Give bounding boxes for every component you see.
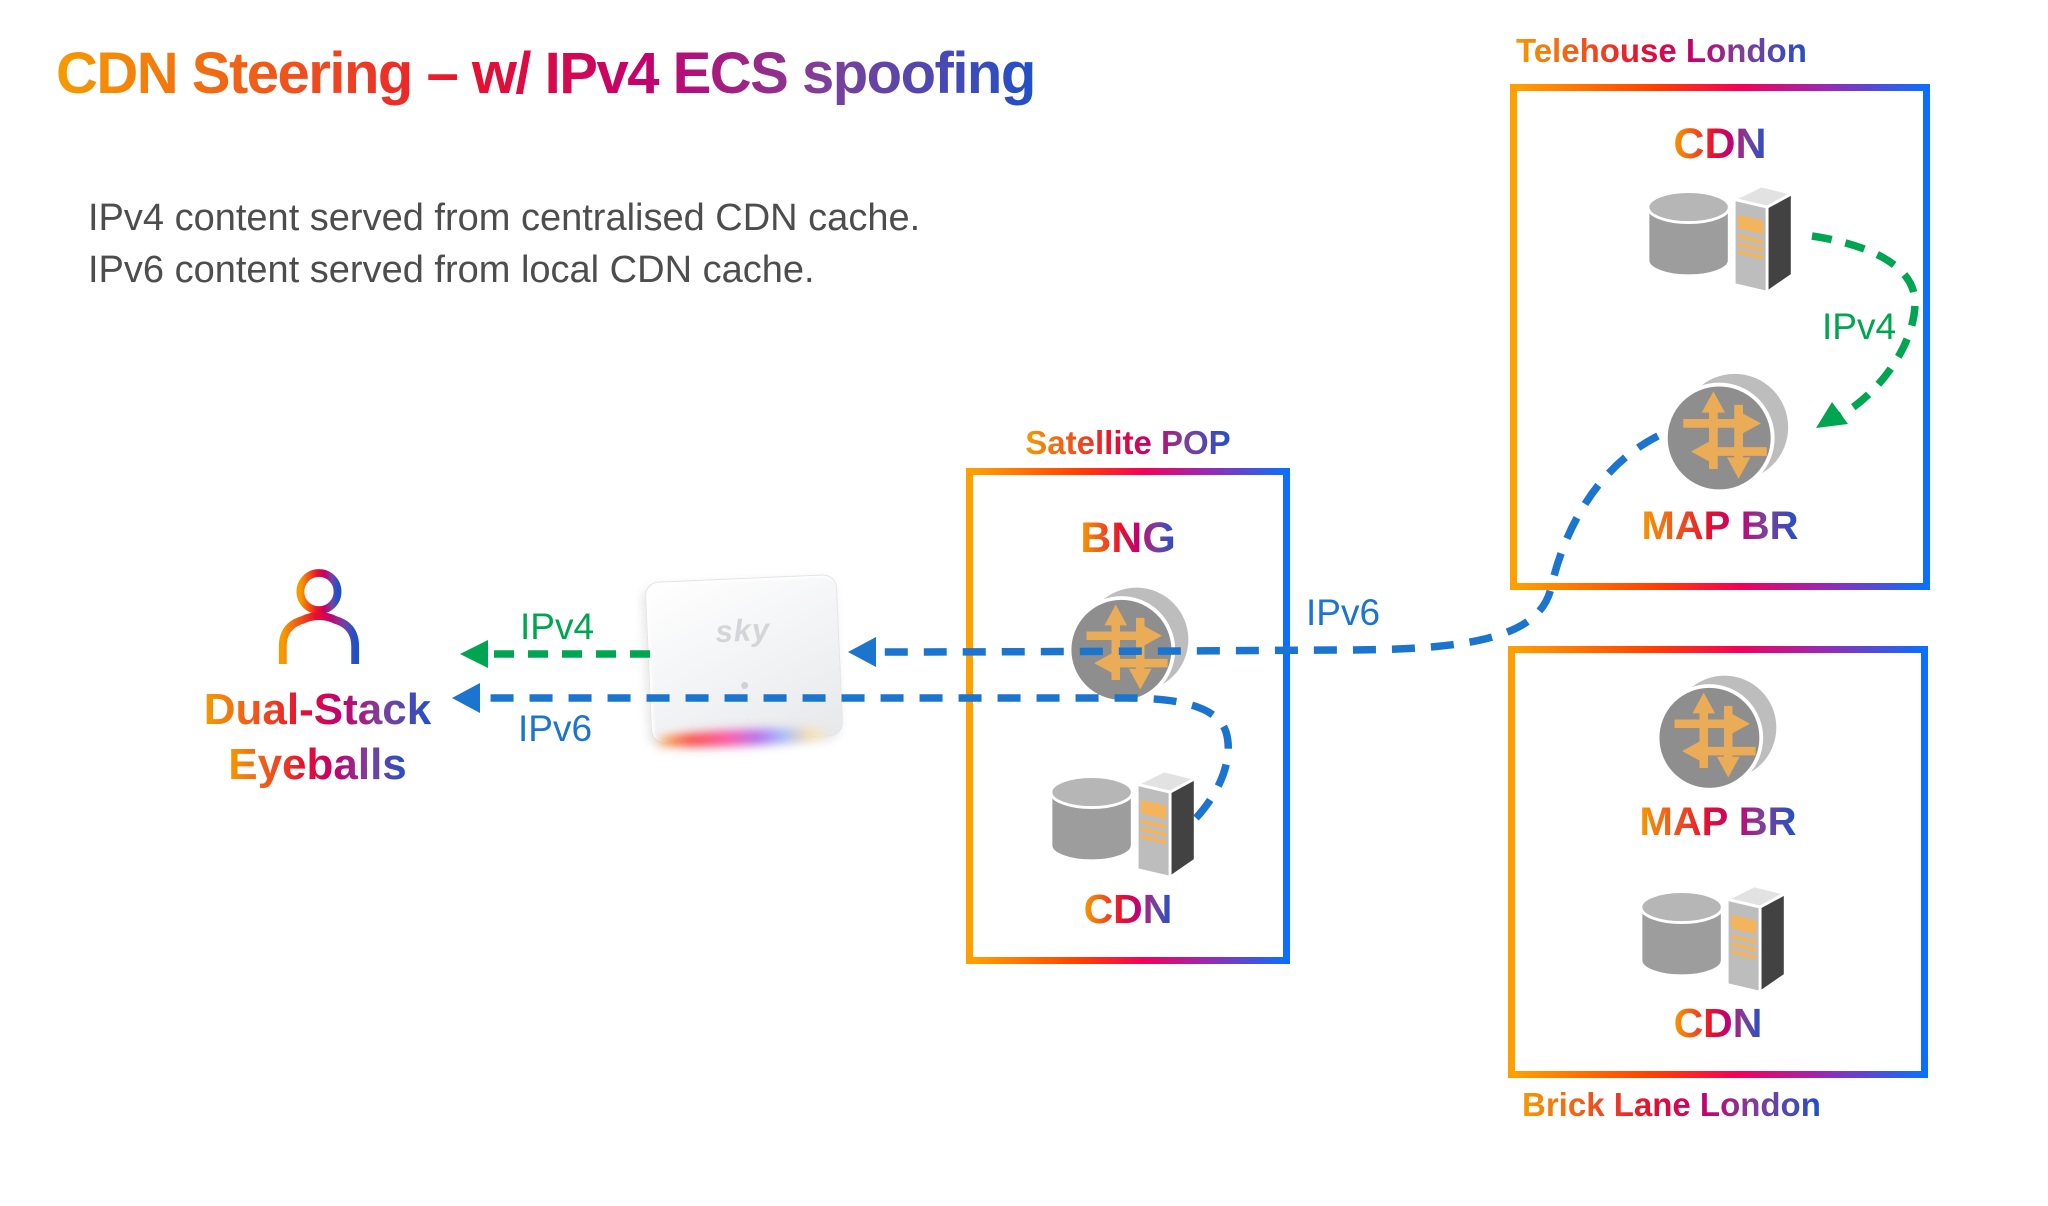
brick-lane-map-br-label: MAP BR xyxy=(1639,800,1797,844)
eyeballs-label-line2: Eyeballs xyxy=(228,737,407,792)
ipv4-to-eyeballs-label: IPv4 xyxy=(520,606,595,647)
brick-lane-cdn-server-icon xyxy=(1638,878,1793,1004)
ipv4-to-map-br-label: IPv4 xyxy=(1822,306,1897,347)
person-icon xyxy=(278,569,360,664)
diagram-description: IPv4 content served from centralised CDN… xyxy=(88,192,920,296)
satellite-cdn-label: CDN xyxy=(1083,886,1173,932)
ipv6-to-eyeballs-label: IPv6 xyxy=(518,708,593,749)
telehouse-map-br-label: MAP BR xyxy=(1641,504,1799,548)
page-title: CDN Steering – w/ IPv4 ECS spoofing xyxy=(56,40,1036,107)
telehouse-cdn-label: CDN xyxy=(1673,120,1767,168)
eyeballs-label-line1: Dual-Stack xyxy=(204,682,431,737)
brick-lane-map-br-router-icon xyxy=(1650,670,1782,802)
satellite-pop-title: Satellite POP xyxy=(1025,424,1231,461)
ipv6-backbone-label: IPv6 xyxy=(1306,592,1381,633)
brick-lane-cdn-label: CDN xyxy=(1673,1000,1763,1046)
sky-logo: sky xyxy=(714,611,771,650)
description-line-2: IPv6 content served from local CDN cache… xyxy=(88,249,815,291)
ipv4-to-eyeballs-arrowhead xyxy=(460,640,488,668)
telehouse-map-br-router-icon xyxy=(1658,368,1794,504)
router-rainbow-glow xyxy=(658,726,833,749)
bng-label: BNG xyxy=(1080,514,1176,562)
satellite-cdn-server-icon xyxy=(1048,763,1203,889)
eyeballs-label: Dual-Stack Eyeballs xyxy=(150,682,485,792)
description-line-1: IPv4 content served from centralised CDN… xyxy=(88,197,921,239)
home-router: sky xyxy=(644,573,844,749)
brick-lane-title: Brick Lane London xyxy=(1522,1086,1821,1123)
telehouse-cdn-server-icon xyxy=(1645,178,1800,304)
ipv6-backbone-arrowhead xyxy=(848,637,876,667)
bng-router-icon xyxy=(1062,582,1194,714)
router-led xyxy=(741,681,749,690)
page-title-text: CDN Steering – w/ IPv4 ECS spoofing xyxy=(56,41,1036,106)
telehouse-title: Telehouse London xyxy=(1516,32,1807,69)
